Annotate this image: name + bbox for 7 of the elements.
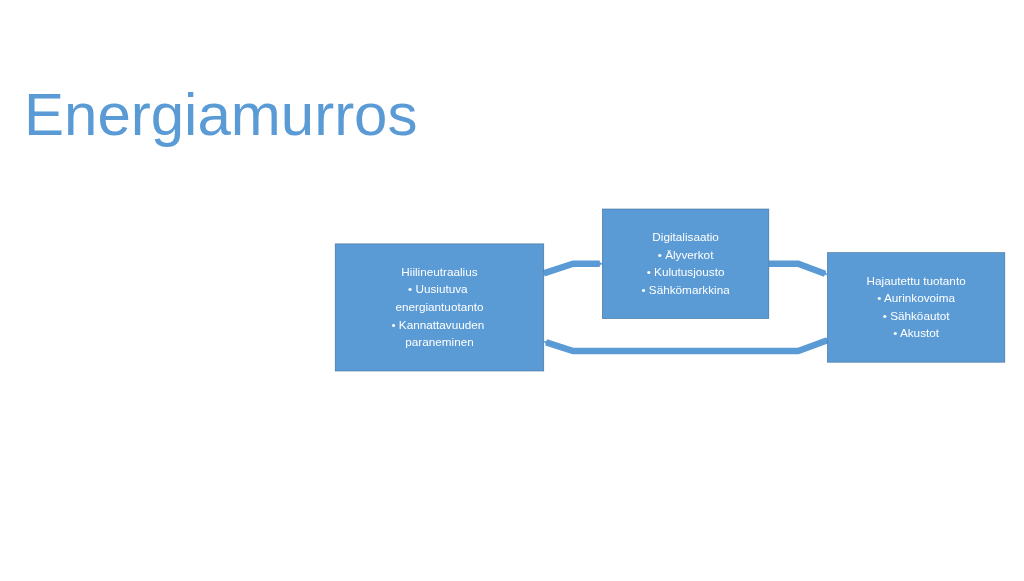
node-box: Digitalisaatio • Älyverkot • Kulutusjousto • Sähkömarkkina	[602, 208, 770, 319]
node-box: Hiilineutraalius • Uusiutuva energiantuotanto • Kannattavuuden paraneminen	[334, 243, 545, 372]
arrow	[542, 260, 603, 277]
node-box: Hajautettu tuotanto • Aurinkovoima • Sähköautot • Akustot	[827, 252, 1006, 363]
diagram-title: Energiamurros	[24, 80, 418, 149]
arrow	[768, 260, 828, 277]
arrow	[543, 337, 829, 355]
